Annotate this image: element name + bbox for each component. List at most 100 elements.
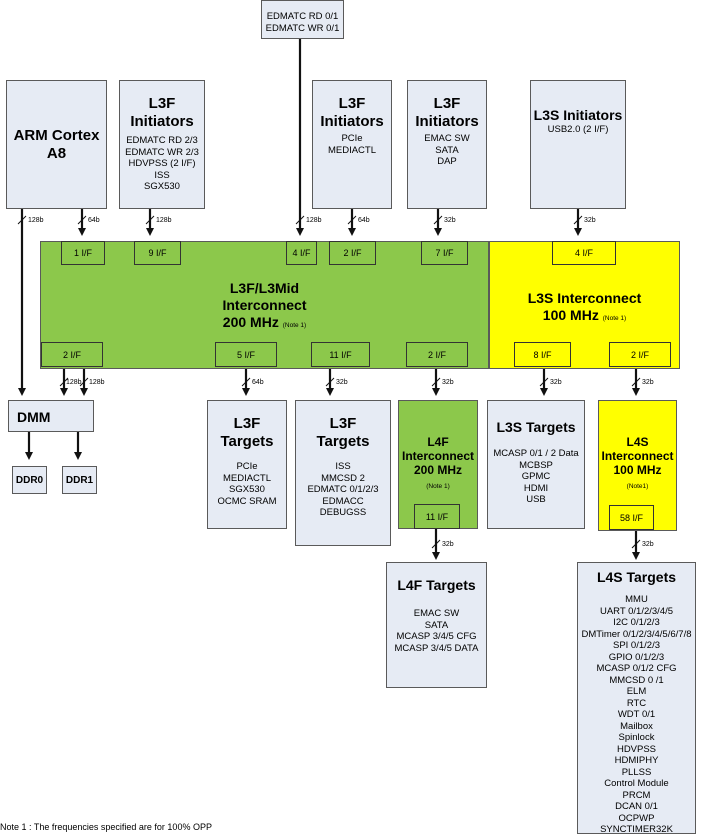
l4s-ic-note: (Note1) <box>626 483 649 490</box>
l3f-init-a-item: HDVPSS (2 I/F) <box>128 158 196 169</box>
arm-title-line-1: ARM Cortex <box>13 127 100 144</box>
l4s-targets-item: HDMIPHY <box>614 755 659 766</box>
l3f-init-a-title-2: Initiators <box>130 113 194 130</box>
l4s-targets-item: MCASP 0/1/2 CFG <box>596 663 677 674</box>
l3s-targets-item: USB <box>526 494 546 505</box>
l4s-targets-item: WDT 0/1 <box>617 709 656 720</box>
l4s-port: 58 I/F <box>609 505 654 530</box>
bw-arm-out: 128b <box>28 217 44 224</box>
edmatc-line-1: EDMATC RD 0/1 <box>266 11 339 22</box>
l4s-targets-item: GPIO 0/1/2/3 <box>608 651 665 663</box>
l4s-targets-item: Spinlock <box>618 732 655 743</box>
bw-l3f-targets2: 32b <box>336 379 348 386</box>
l4f-ic-note: (Note 1) <box>426 483 450 490</box>
green-port-top: 2 I/F <box>329 241 376 265</box>
green-ic-freq: 200 MHz <box>222 314 279 330</box>
l4f-targets-item: SATA <box>424 619 449 631</box>
green-port-top: 4 I/F <box>286 241 317 265</box>
l3f-targets-b-title-2: Targets <box>316 433 370 450</box>
l3s-targets-item: GPMC <box>521 471 551 482</box>
l4f-targets-item: EMAC SW <box>413 608 460 619</box>
l4s-targets-item: UART 0/1/2/3/4/5 <box>599 605 674 617</box>
footnote: Note 1 : The frequencies specified are f… <box>0 822 212 832</box>
l3f-init-b-item: MEDIACTL <box>327 144 377 156</box>
l3f-init-a-item: ISS <box>154 169 170 181</box>
edmatc-initiator-box: EDMATC RD 0/1 EDMATC WR 0/1 <box>261 0 344 39</box>
l4s-targets-item: I2C 0/1/2/3 <box>613 617 660 628</box>
l3f-init-c-item: DAP <box>437 156 457 167</box>
l3s-targets-item: MCASP 0/1 / 2 Data <box>493 448 579 459</box>
bw-l3f-targets: 64b <box>252 379 264 386</box>
l3f-init-c-item: SATA <box>435 144 459 156</box>
l3f-targets-a-item: PCIe <box>236 461 258 472</box>
l4f-ic-title-2: Interconnect <box>401 449 474 463</box>
bw-l3f-b: 64b <box>358 217 370 224</box>
bw-l4s-targets: 32b <box>642 541 654 548</box>
l3f-targets-b-item: DEBUGSS <box>319 507 367 518</box>
l4s-targets-item: RTC <box>626 697 647 709</box>
bw-l3f-c: 32b <box>444 217 456 224</box>
l4s-ic-freq: 100 MHz <box>613 463 662 477</box>
yellow-ic-title: L3S Interconnect <box>527 290 642 306</box>
bw-l4f-targets: 32b <box>442 541 454 548</box>
l4s-targets-item: SYNCTIMER32K <box>600 824 673 835</box>
ddr1-box: DDR1 <box>62 466 97 494</box>
l3f-initiators-b-box: L3F Initiators PCIe MEDIACTL <box>312 80 392 209</box>
l4s-targets-item: ELM <box>626 686 647 697</box>
l4s-targets-item: MMU <box>625 594 648 605</box>
green-port-bottom: 2 I/F <box>406 342 468 367</box>
l3f-targets-b-item: EDMATC 0/1/2/3 <box>307 484 379 495</box>
l3s-init-item: USB2.0 (2 I/F) <box>547 124 609 135</box>
green-ic-title-2: Interconnect <box>222 297 307 313</box>
l4s-targets-item: DMTimer 0/1/2/3/4/5/6/7/8 <box>581 628 692 640</box>
l3f-targets-a-item: OCMC SRAM <box>217 495 277 507</box>
l4f-targets-box: L4F Targets EMAC SW SATA MCASP 3/4/5 CFG… <box>386 562 487 688</box>
bw-edmatc: 128b <box>306 217 322 224</box>
l3f-init-b-item: PCIe <box>341 133 363 144</box>
l3f-init-c-item: EMAC SW <box>424 133 470 144</box>
l3f-targets-a-title-2: Targets <box>220 433 274 450</box>
l3f-targets-b-box: L3F Targets ISS MMCSD 2 EDMATC 0/1/2/3 E… <box>295 400 391 546</box>
l3f-init-a-item: EDMATC WR 2/3 <box>125 146 199 158</box>
l3f-targets-b-title-1: L3F <box>329 415 357 432</box>
l3f-init-c-title-2: Initiators <box>415 113 479 130</box>
l4s-targets-item: HDVPSS <box>616 743 657 755</box>
l4f-targets-item: MCASP 3/4/5 CFG <box>396 631 477 642</box>
dmm-box: DMM <box>8 400 94 432</box>
dmm-title: DMM <box>17 409 51 425</box>
l3s-initiators-box: L3S Initiators USB2.0 (2 I/F) <box>530 80 626 209</box>
l4f-targets-item: MCASP 3/4/5 DATA <box>394 642 479 654</box>
l4f-targets-title: L4F Targets <box>397 577 476 593</box>
l3s-targets-item: HDMI <box>523 482 549 494</box>
l3s-targets-item: MCBSP <box>519 459 553 471</box>
l4f-ic-title-1: L4F <box>427 435 449 449</box>
l4s-targets-item: Mailbox <box>620 720 653 732</box>
l3f-initiators-c-box: L3F Initiators EMAC SW SATA DAP <box>407 80 487 209</box>
l3f-init-c-title-1: L3F <box>433 95 461 112</box>
l3f-initiators-a-box: L3F Initiators EDMATC RD 2/3 EDMATC WR 2… <box>119 80 205 209</box>
arm-cortex-box: ARM Cortex A8 <box>6 80 107 209</box>
l3s-init-title: L3S Initiators <box>533 107 623 123</box>
yellow-ic-freq: 100 MHz <box>542 307 599 323</box>
l4s-ic-title-1: L4S <box>626 435 649 449</box>
green-port-bottom: 11 I/F <box>311 342 370 367</box>
bw-dmm-b: 128b <box>89 379 105 386</box>
green-ic-title-1: L3F/L3Mid <box>229 280 300 296</box>
bw-l3f-a: 128b <box>156 217 172 224</box>
l3f-init-a-item: SGX530 <box>144 181 180 192</box>
l3f-targets-a-item: MEDIACTL <box>222 472 272 484</box>
l3f-targets-b-item: ISS <box>335 461 351 472</box>
l3f-targets-a-title-1: L3F <box>233 415 261 432</box>
l4f-port: 11 I/F <box>414 504 460 529</box>
bw-l4f: 32b <box>442 379 454 386</box>
l3s-targets-box: L3S Targets MCASP 0/1 / 2 Data MCBSP GPM… <box>487 400 585 529</box>
l4s-targets-item: MMCSD 0 /1 <box>609 674 664 686</box>
l3f-targets-a-box: L3F Targets PCIe MEDIACTL SGX530 OCMC SR… <box>207 400 287 529</box>
green-port-bottom: 5 I/F <box>215 342 277 367</box>
l3f-targets-b-item: EDMACC <box>322 495 364 507</box>
bw-l4s: 32b <box>642 379 654 386</box>
l3f-targets-a-item: SGX530 <box>229 484 265 495</box>
bw-l3s-init: 32b <box>584 217 596 224</box>
l4s-targets-item: PRCM <box>622 789 651 801</box>
l3f-init-b-title-1: L3F <box>338 95 366 112</box>
